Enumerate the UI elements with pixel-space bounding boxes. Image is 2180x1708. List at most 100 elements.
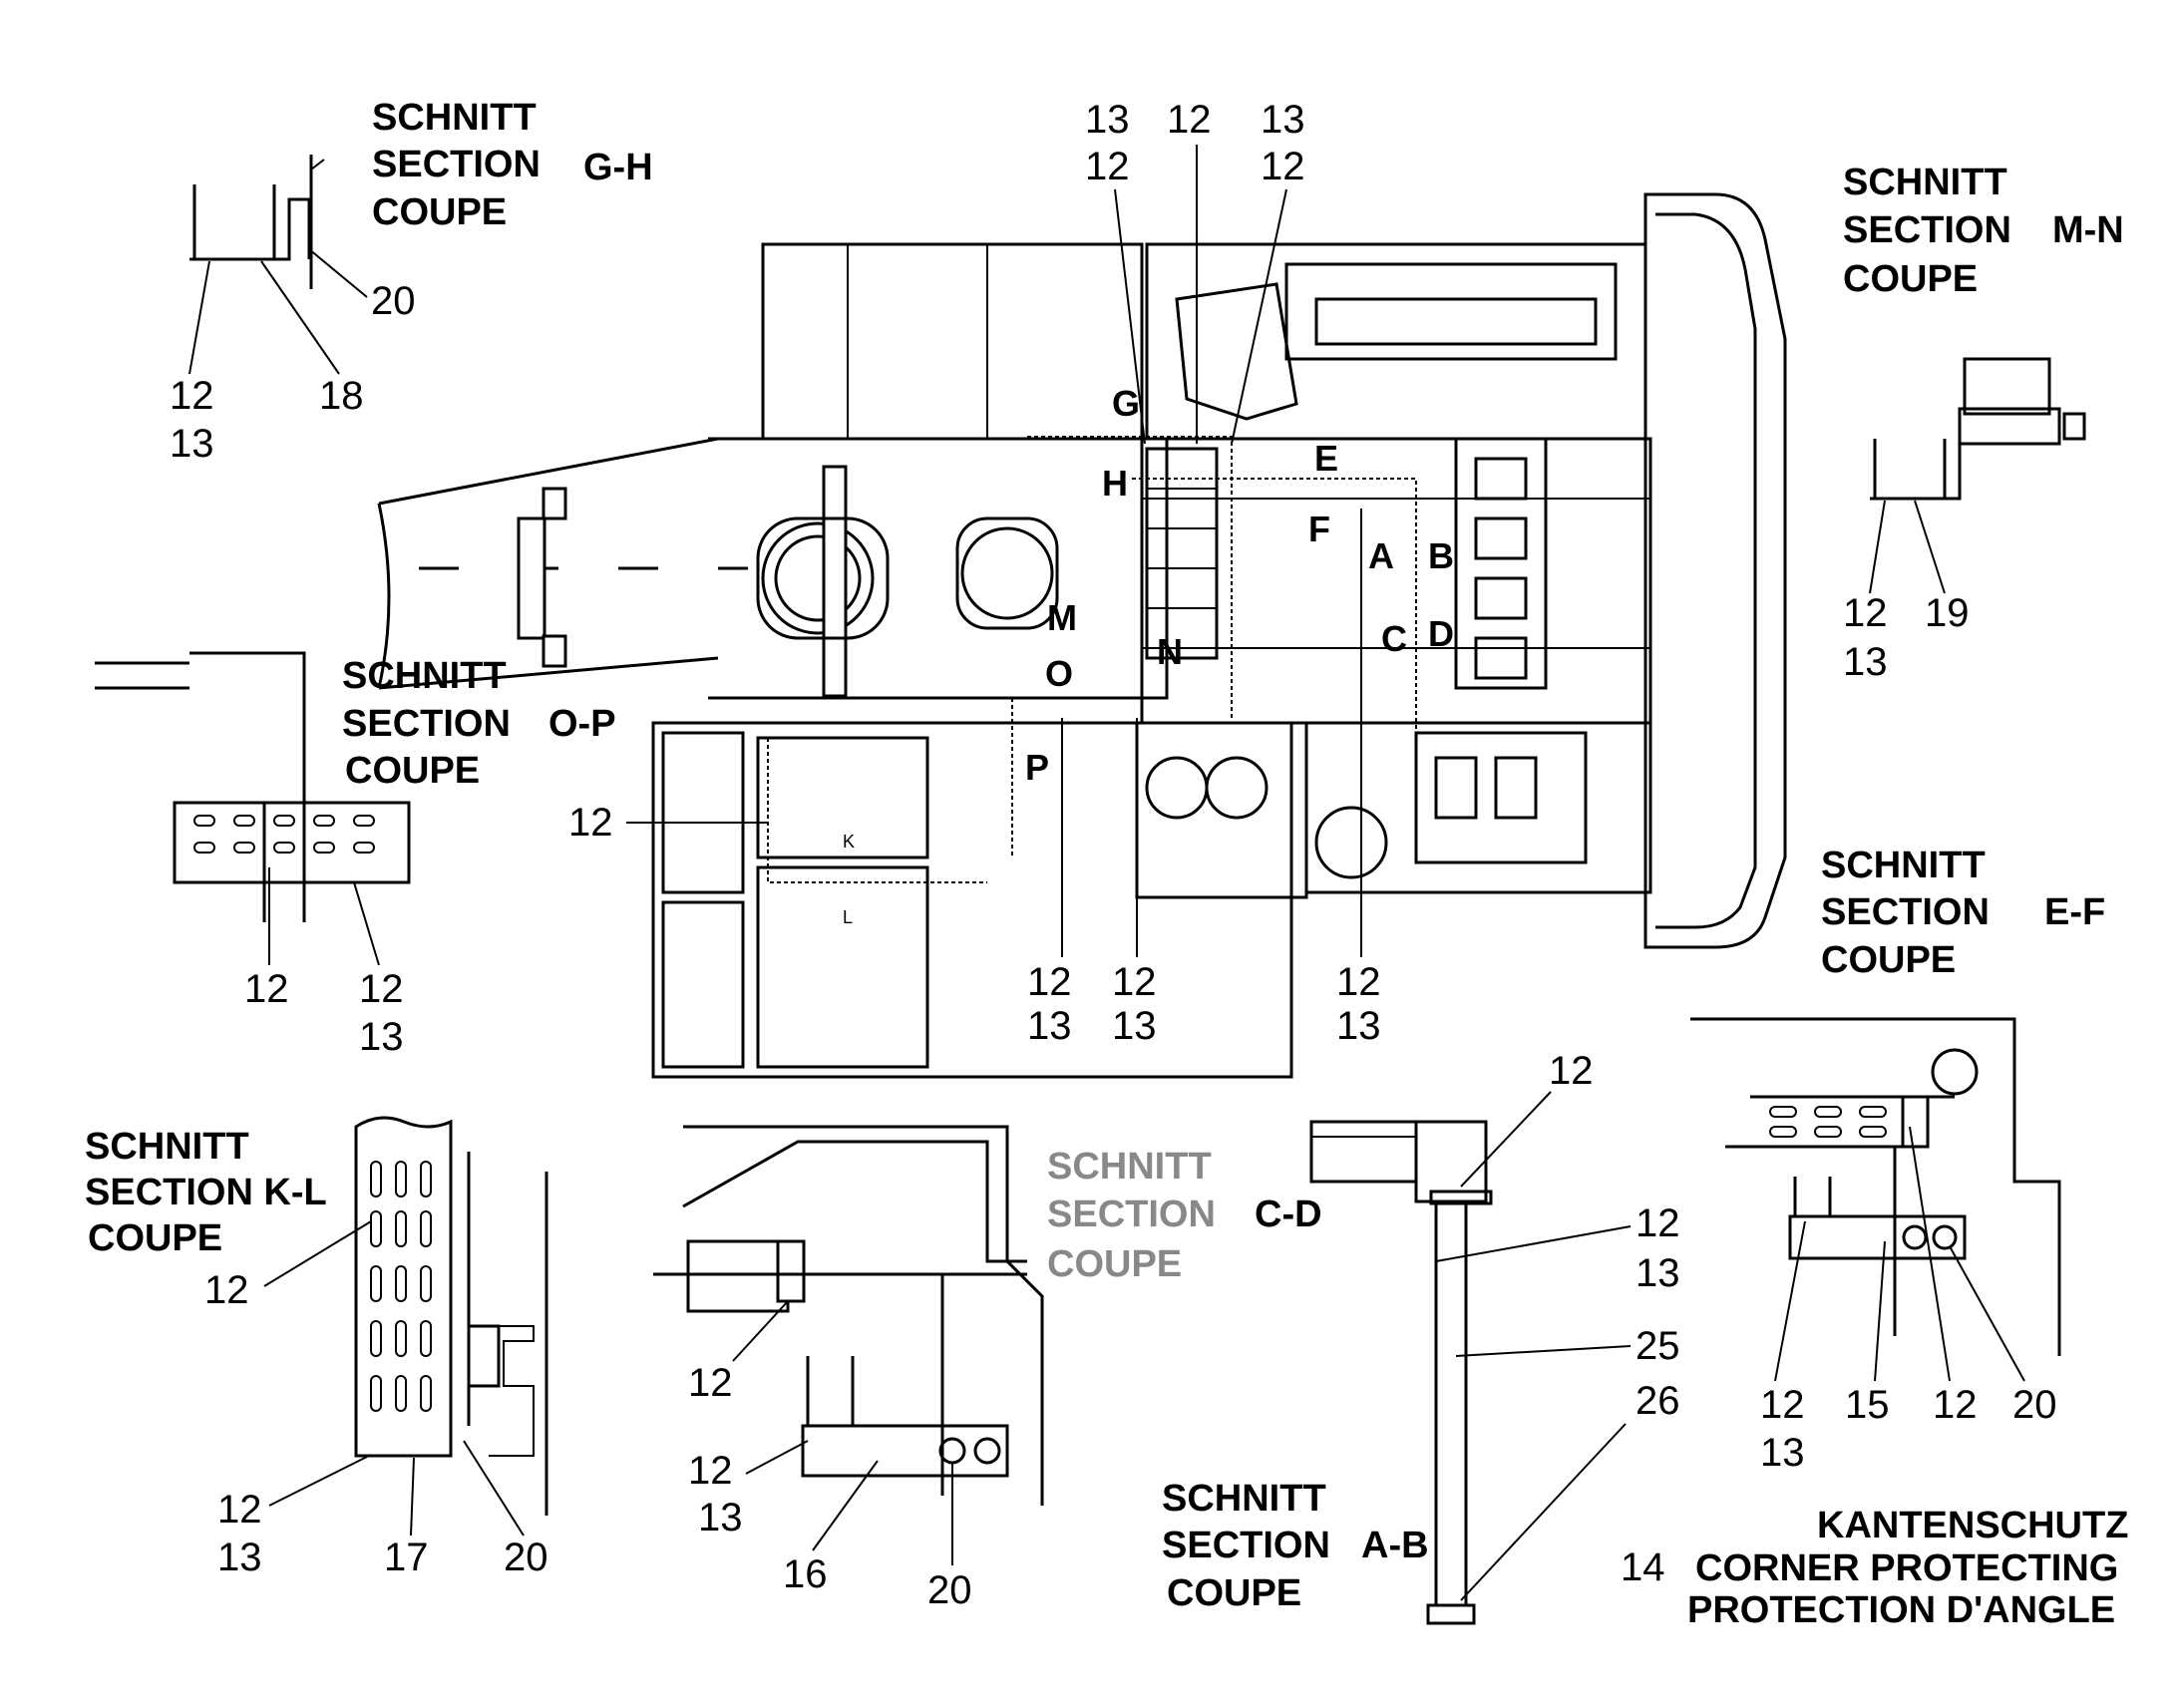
- section-gh-line1: SCHNITT: [372, 97, 537, 139]
- corner-line1: KANTENSCHUTZ: [1817, 1505, 2128, 1546]
- callout-20: 20: [2012, 1383, 2057, 1427]
- callout-13: 13: [1261, 98, 1305, 142]
- callout-12: 12: [1933, 1383, 1978, 1427]
- section-mn-line2: SECTION: [1843, 209, 2011, 251]
- corner-callout-14: 14: [1621, 1545, 1665, 1589]
- section-letter-d: D: [1428, 613, 1454, 654]
- callout-13: 13: [1336, 1004, 1381, 1048]
- callout-12: 12: [217, 1488, 262, 1532]
- callout-12: 12: [1549, 1049, 1594, 1093]
- section-kl-line3: COUPE: [88, 1217, 222, 1259]
- section-ef-line1: SCHNITT: [1821, 845, 1986, 886]
- section-letter-c: C: [1381, 618, 1407, 659]
- callout-19: 19: [1925, 591, 1970, 635]
- callout-13: 13: [1760, 1431, 1805, 1475]
- section-ab-line3: COUPE: [1167, 1572, 1301, 1614]
- callout-26: 26: [1635, 1379, 1680, 1423]
- callout-13: 13: [359, 1015, 404, 1059]
- callout-12: 12: [244, 967, 289, 1011]
- section-gh-line2: SECTION: [372, 144, 541, 185]
- section-op-line3: COUPE: [345, 750, 480, 792]
- section-letter-f: F: [1308, 509, 1330, 549]
- callout-18: 18: [319, 374, 364, 418]
- corner-protecting-note: KANTENSCHUTZ CORNER PROTECTING PROTECTIO…: [1621, 1505, 2128, 1631]
- section-gh-code: G-H: [583, 147, 653, 188]
- section-letter-k: K: [843, 832, 855, 852]
- callout-13: 13: [170, 422, 214, 466]
- callout-12: 12: [1261, 145, 1305, 188]
- section-letter-b: B: [1428, 535, 1454, 576]
- corner-line2: CORNER PROTECTING: [1695, 1547, 2118, 1589]
- section-m-n: SCHNITT SECTION COUPE M-N 12 13 19: [1843, 162, 2124, 684]
- callout-12: 12: [568, 801, 613, 845]
- section-letter-p: P: [1025, 747, 1049, 788]
- callout-12: 12: [688, 1361, 733, 1405]
- section-mn-line1: SCHNITT: [1843, 162, 2007, 203]
- section-e-f: SCHNITT SECTION COUPE E-F 12 13 15 12 20: [1690, 845, 2105, 1475]
- section-ab-line1: SCHNITT: [1162, 1478, 1326, 1520]
- callout-12: 12: [170, 374, 214, 418]
- callout-13: 13: [217, 1536, 262, 1579]
- callout-12: 12: [1760, 1383, 1805, 1427]
- section-letter-h: H: [1102, 463, 1128, 504]
- section-letter-a: A: [1368, 535, 1394, 576]
- callout-12: 12: [359, 967, 404, 1011]
- section-markers: G H E F A B C D M N O P K L: [843, 383, 1454, 927]
- callout-12: 12: [204, 1268, 249, 1312]
- section-kl-line2: SECTION K-L: [85, 1172, 327, 1213]
- callout-13: 13: [1843, 640, 1888, 684]
- section-letter-o: O: [1045, 653, 1073, 694]
- section-letter-e: E: [1314, 438, 1338, 479]
- section-op-line1: SCHNITT: [342, 655, 507, 697]
- section-ef-line2: SECTION: [1821, 891, 1990, 933]
- section-ab-code: A-B: [1361, 1525, 1429, 1566]
- callout-13: 13: [1085, 98, 1130, 142]
- callout-25: 25: [1635, 1324, 1680, 1368]
- section-letter-g: G: [1112, 383, 1140, 424]
- section-ef-line3: COUPE: [1821, 939, 1956, 981]
- section-letter-n: N: [1157, 631, 1183, 672]
- callout-20: 20: [927, 1568, 972, 1612]
- callout-12: 12: [1167, 98, 1212, 142]
- section-mn-line3: COUPE: [1843, 258, 1978, 300]
- section-letter-m: M: [1047, 597, 1077, 638]
- callout-12: 12: [1112, 960, 1157, 1004]
- section-ab-line2: SECTION: [1162, 1525, 1330, 1566]
- callout-12: 12: [1085, 145, 1130, 188]
- section-ef-code: E-F: [2044, 891, 2105, 933]
- callout-13: 13: [1027, 1004, 1072, 1048]
- callout-12: 12: [688, 1449, 733, 1493]
- section-cd-line1: SCHNITT: [1047, 1146, 1212, 1188]
- callout-13: 13: [1635, 1251, 1680, 1295]
- callout-12: 12: [1843, 591, 1888, 635]
- section-mn-code: M-N: [2052, 209, 2124, 251]
- section-gh-line3: COUPE: [372, 191, 507, 233]
- main-assembly: [377, 192, 1787, 1079]
- section-cd-line3: COUPE: [1047, 1243, 1182, 1285]
- section-g-h: SCHNITT SECTION COUPE G-H 12 13 18 20: [170, 97, 653, 466]
- section-op-line2: SECTION: [342, 703, 511, 745]
- section-o-p: SCHNITT SECTION COUPE O-P 12 12 13: [95, 651, 616, 1059]
- callout-12: 12: [1336, 960, 1381, 1004]
- callout-20: 20: [504, 1536, 548, 1579]
- callout-12: 12: [1027, 960, 1072, 1004]
- callout-13: 13: [1112, 1004, 1157, 1048]
- section-cd-line2: SECTION: [1047, 1194, 1216, 1235]
- section-k-l: SCHNITT SECTION K-L COUPE 12 12 13 17 20: [85, 1116, 548, 1579]
- section-c-d: SCHNITT SECTION COUPE C-D 12 12 13 16 20: [653, 1125, 1322, 1612]
- section-op-code: O-P: [548, 703, 616, 745]
- main-callouts: 13 12 12 13 12 12 12 13 12 13 12 13: [568, 98, 1381, 1048]
- section-letter-l: L: [843, 907, 853, 927]
- section-kl-line1: SCHNITT: [85, 1126, 249, 1168]
- callout-12: 12: [1635, 1201, 1680, 1245]
- section-a-b: SCHNITT SECTION COUPE A-B 12 12 13 25 26: [1162, 1049, 1680, 1625]
- callout-17: 17: [384, 1536, 429, 1579]
- corner-line3: PROTECTION D'ANGLE: [1687, 1589, 2115, 1631]
- section-cd-code: C-D: [1255, 1194, 1322, 1235]
- callout-16: 16: [783, 1552, 828, 1596]
- callout-13: 13: [698, 1496, 743, 1539]
- callout-15: 15: [1845, 1383, 1890, 1427]
- callout-20: 20: [371, 279, 416, 323]
